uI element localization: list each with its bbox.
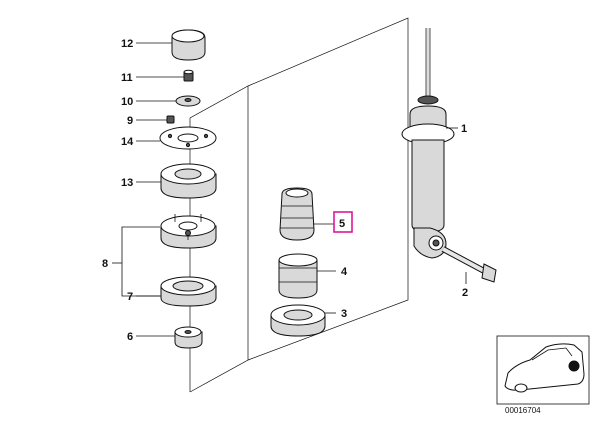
reference-number: 00016704 [505,406,541,415]
callout-3[interactable]: 3 [341,308,347,320]
part-8-mount[interactable] [160,214,217,249]
part-1-shock-absorber[interactable] [401,28,455,259]
part-11-nut[interactable] [183,69,194,82]
callout-12[interactable]: 12 [121,38,133,50]
part-9-nut[interactable] [166,115,175,124]
callout-10[interactable]: 10 [121,96,133,108]
part-6-bushing[interactable] [174,326,203,349]
part-2-bolt[interactable] [441,246,497,283]
part-3-seat[interactable] [270,304,326,337]
highlight-location-dot [568,360,580,372]
callout-2[interactable]: 2 [462,287,468,299]
part-7-ring[interactable] [160,276,217,307]
callout-9[interactable]: 9 [127,115,133,127]
part-12-cap[interactable] [171,29,206,61]
part-5-bump-stop[interactable] [279,187,315,241]
callout-14[interactable]: 14 [121,136,134,148]
part-10-washer[interactable] [175,95,201,107]
callout-11[interactable]: 11 [121,72,133,84]
part-14-plate[interactable] [159,126,217,150]
part-4-sleeve[interactable] [278,253,318,299]
right-assembly-frame [247,17,409,361]
callout-5[interactable]: 5 [339,218,345,230]
highlight-box [333,211,353,233]
vehicle-thumbnail [496,335,590,405]
callout-13[interactable]: 13 [121,177,133,189]
part-13-ring[interactable] [160,163,217,199]
callout-8[interactable]: 8 [102,258,108,270]
callout-7[interactable]: 7 [127,291,133,303]
callout-1[interactable]: 1 [461,123,467,135]
callout-4[interactable]: 4 [341,266,348,278]
callout-6[interactable]: 6 [127,331,133,343]
